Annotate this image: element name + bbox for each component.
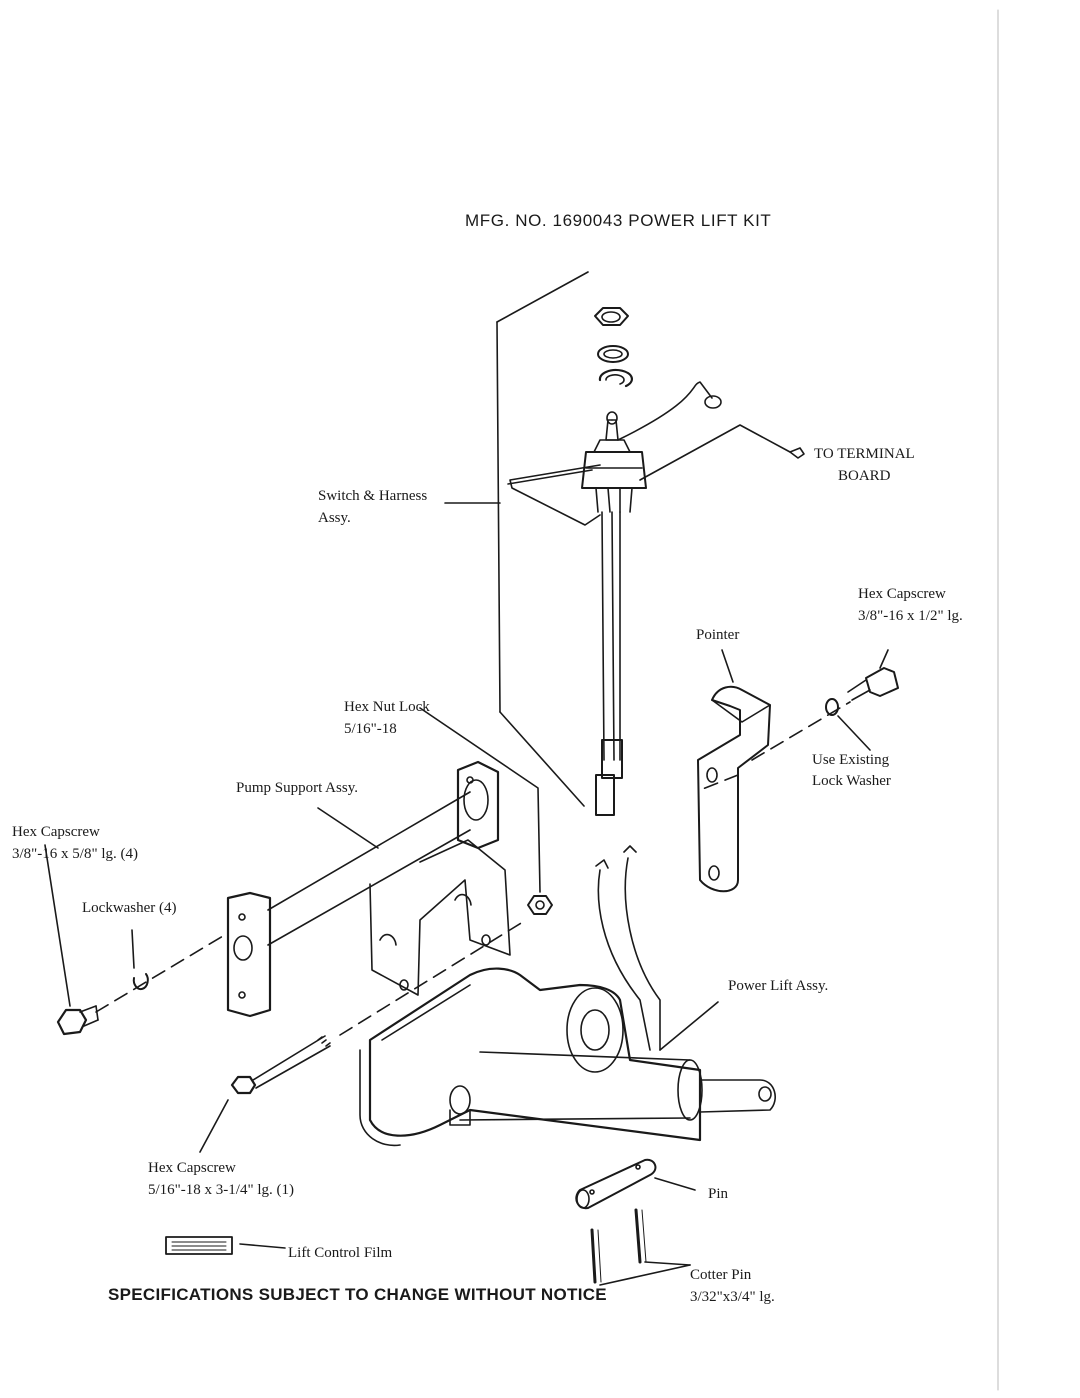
label-hex-nut-lock-1: Hex Nut Lock (344, 699, 430, 715)
alignment-line-left (95, 932, 229, 1013)
label-power-lift-assy: Power Lift Assy. (728, 978, 829, 994)
pin-part (575, 1158, 696, 1210)
label-hex-capscrew-left-2: 3/8"-16 x 5/8" lg. (4) (12, 846, 138, 862)
label-hex-capscrew-top-2: 3/8"-16 x 1/2" lg. (858, 608, 963, 624)
hex-nut-lock-part (419, 707, 553, 915)
harness-bracket-lines (444, 271, 589, 807)
lock-washer-existing-part (825, 698, 871, 751)
diagram-title: MFG. NO. 1690043 POWER LIFT KIT (465, 211, 772, 230)
label-cotter-pin-1: Cotter Pin (690, 1267, 752, 1283)
label-pump-support: Pump Support Assy. (236, 780, 358, 796)
lockwasher-left-part (131, 929, 149, 990)
harness-cable-part (595, 511, 623, 816)
alignment-line-pointer (751, 701, 851, 761)
label-hex-capscrew-bottom-1: Hex Capscrew (148, 1160, 236, 1176)
label-hex-nut-lock-2: 5/16"-18 (344, 721, 397, 737)
toggle-switch-part (581, 411, 647, 513)
power-lift-assembly-part (359, 845, 776, 1147)
label-hex-capscrew-left-1: Hex Capscrew (12, 824, 100, 840)
hex-capscrew-left-part (44, 844, 99, 1036)
label-switch-harness-2: Assy. (318, 510, 351, 526)
label-lift-control-film: Lift Control Film (288, 1245, 393, 1261)
label-pointer: Pointer (696, 627, 740, 643)
label-pin: Pin (708, 1186, 729, 1202)
label-to-terminal-board-1: TO TERMINAL (814, 446, 915, 462)
specifications-notice: SPECIFICATIONS SUBJECT TO CHANGE WITHOUT… (108, 1285, 607, 1304)
lift-control-film-part (165, 1236, 286, 1255)
hex-capscrew-top-part (847, 649, 899, 701)
pump-support-part (226, 760, 511, 1018)
label-to-terminal-board-2: BOARD (838, 468, 891, 484)
label-lockwasher: Lockwasher (4) (82, 900, 177, 916)
lock-ring-part (598, 368, 633, 388)
label-use-existing-1: Use Existing (812, 752, 890, 768)
alignment-line-pointer-left (699, 774, 739, 791)
alignment-line-center (339, 919, 527, 1036)
pointer-bracket-part (697, 649, 771, 893)
harness-wires (507, 381, 805, 526)
label-hex-capscrew-top-1: Hex Capscrew (858, 586, 946, 602)
hex-capscrew-long-part (199, 1035, 331, 1153)
label-use-existing-2: Lock Washer (812, 773, 891, 789)
hex-nut-top-part (594, 307, 629, 326)
label-switch-harness-1: Switch & Harness (318, 488, 428, 504)
label-cotter-pin-2: 3/32"x3/4" lg. (690, 1289, 775, 1305)
washer-part (597, 345, 629, 363)
label-hex-capscrew-bottom-2: 5/16"-18 x 3-1/4" lg. (1) (148, 1182, 294, 1198)
cotter-pin-part (590, 1208, 691, 1286)
